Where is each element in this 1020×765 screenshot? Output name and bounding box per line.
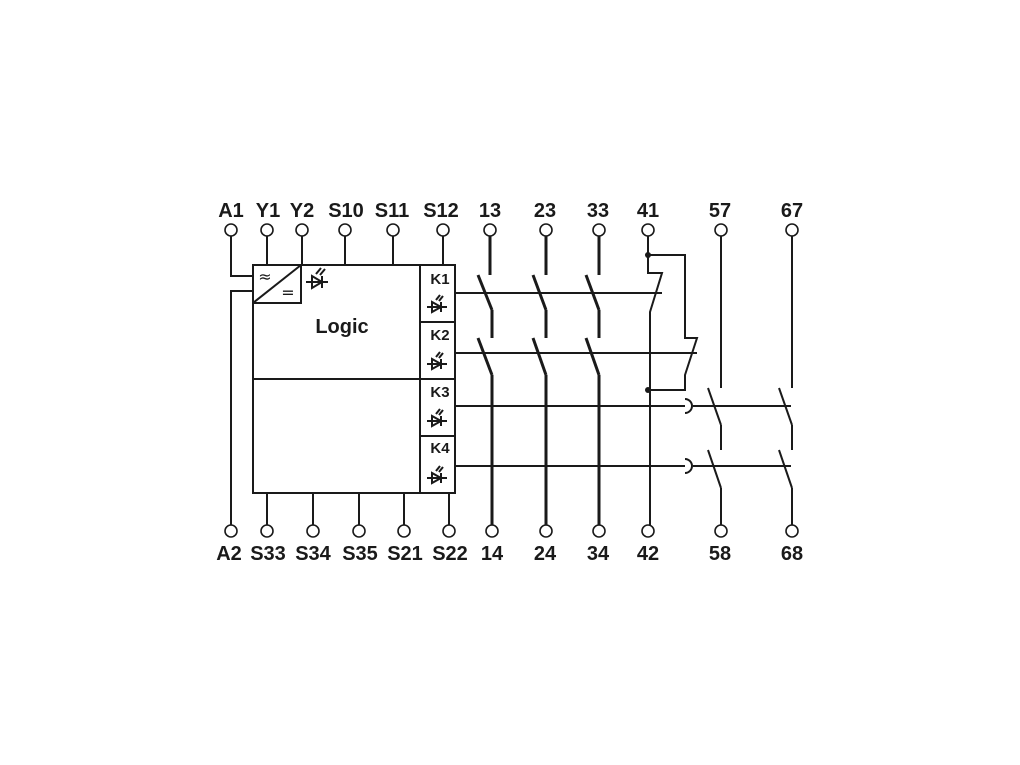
terminal-label-s34: S34 [295, 543, 331, 565]
wire-a2 [230, 290, 253, 525]
terminal-label-68: 68 [781, 543, 803, 565]
terminal-s21 [397, 524, 411, 538]
ac-symbol: ≈ [258, 267, 271, 286]
terminal-label-s35: S35 [342, 543, 378, 565]
terminal-label-14: 14 [481, 543, 504, 565]
junction-dot-bottom [645, 387, 651, 393]
contact-path-57-58 [707, 236, 722, 525]
terminal-14 [485, 524, 499, 538]
terminal-s10 [338, 223, 352, 237]
terminal-13 [483, 223, 497, 237]
terminal-label-s33: S33 [250, 543, 286, 565]
contact-path-13-14 [476, 236, 494, 525]
relay-led-icons [427, 294, 447, 485]
contact-path-67-68 [778, 236, 793, 525]
converter-box [252, 264, 302, 304]
linkage-k4-crossover [684, 458, 693, 474]
logic-module: Logic [252, 264, 456, 494]
relay-k3-led-icon [427, 408, 447, 428]
terminal-label-23: 23 [534, 200, 556, 222]
bottom-terminal-labels: A2 S33 S34 S35 S21 S22 14 24 34 42 58 68 [216, 543, 803, 565]
terminal-label-s11: S11 [375, 200, 409, 222]
terminal-label-34: 34 [587, 543, 610, 565]
terminal-label-67: 67 [781, 200, 803, 222]
top-terminals [224, 223, 799, 237]
status-led-icon [306, 267, 328, 290]
terminal-67 [785, 223, 799, 237]
relay-label-k4: K4 [430, 440, 450, 457]
terminal-s12 [436, 223, 450, 237]
contact-path-41-42 [645, 236, 699, 525]
terminal-label-a1: A1 [218, 200, 244, 222]
terminal-a1 [224, 223, 238, 237]
dc-symbol: = [281, 283, 294, 302]
terminal-24 [539, 524, 553, 538]
terminal-label-y1: Y1 [256, 200, 280, 222]
terminal-label-41: 41 [637, 200, 659, 222]
terminal-42 [641, 524, 655, 538]
converter-diagonal [252, 264, 302, 304]
control-wiring-top [230, 236, 444, 277]
terminal-41 [641, 223, 655, 237]
terminal-s33 [260, 524, 274, 538]
relay-labels: K1 K2 K3 K4 [430, 271, 450, 457]
terminal-y2 [295, 223, 309, 237]
terminal-s22 [442, 524, 456, 538]
relay-label-k2: K2 [430, 327, 449, 344]
terminal-58 [714, 524, 728, 538]
terminal-68 [785, 524, 799, 538]
terminal-y1 [260, 223, 274, 237]
relay-label-k1: K1 [430, 271, 449, 288]
terminal-label-s10: S10 [328, 200, 364, 222]
terminal-s35 [352, 524, 366, 538]
contact-path-23-24 [531, 236, 548, 525]
terminal-57 [714, 223, 728, 237]
relay-k4-led-icon [427, 465, 447, 485]
relay-label-k3: K3 [430, 384, 449, 401]
logic-label: Logic [315, 316, 368, 338]
terminal-label-57: 57 [709, 200, 731, 222]
terminal-34 [592, 524, 606, 538]
relay-linkage-lines [455, 292, 791, 474]
ac-dc-converter-icon: ≈ = [252, 264, 302, 304]
control-wiring-bottom [230, 290, 450, 525]
terminal-s34 [306, 524, 320, 538]
terminal-label-33: 33 [587, 200, 609, 222]
wire-a1 [230, 236, 253, 277]
bottom-terminals [224, 524, 799, 538]
terminal-a2 [224, 524, 238, 538]
terminal-label-24: 24 [534, 543, 557, 565]
terminal-label-a2: A2 [216, 543, 242, 565]
relay-k2-led-icon [427, 351, 447, 371]
terminal-33 [592, 223, 606, 237]
linkage-k3-crossover [684, 398, 693, 414]
terminal-label-42: 42 [637, 543, 659, 565]
terminal-label-y2: Y2 [290, 200, 314, 222]
junction-dot-top [645, 252, 651, 258]
terminal-23 [539, 223, 553, 237]
relay-k1-led-icon [427, 294, 447, 314]
terminal-label-s22: S22 [432, 543, 468, 565]
terminal-label-58: 58 [709, 543, 731, 565]
top-terminal-labels: A1 Y1 Y2 S10 S11 S12 13 23 33 41 57 67 [218, 200, 803, 222]
terminal-label-s21: S21 [387, 543, 423, 565]
terminal-label-s12: S12 [423, 200, 459, 222]
contact-path-33-34 [584, 236, 601, 525]
terminal-label-13: 13 [479, 200, 501, 222]
terminal-s11 [386, 223, 400, 237]
